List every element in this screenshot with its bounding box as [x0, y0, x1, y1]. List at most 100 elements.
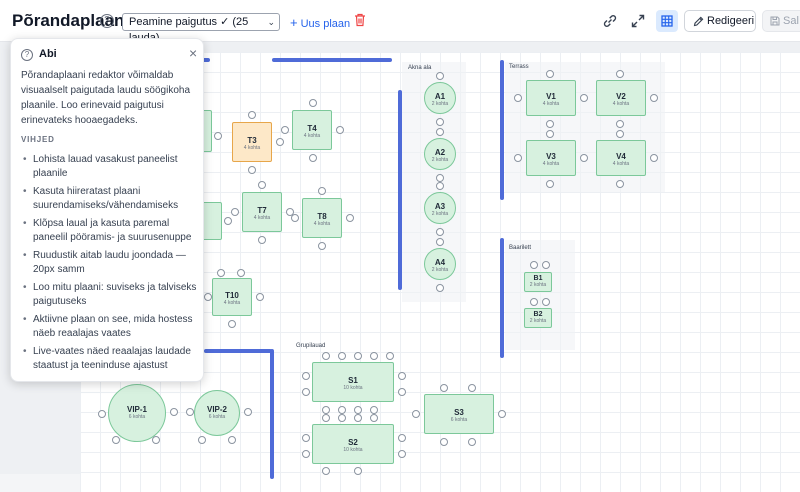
tips-heading: VIHJED — [21, 135, 55, 144]
chair — [322, 414, 330, 422]
chair — [338, 414, 346, 422]
chair — [498, 410, 506, 418]
chair — [370, 406, 378, 414]
wall — [200, 58, 210, 62]
tip-item: Live-vaates näed reaalajas laudade staat… — [21, 345, 201, 373]
table-name: V3 — [546, 152, 556, 161]
tip-item: Ruudustik aitab laudu joondada — 20px sa… — [21, 249, 201, 277]
chair — [322, 406, 330, 414]
grid-toggle-button[interactable] — [656, 10, 678, 32]
chair — [112, 436, 120, 444]
table-name: S2 — [348, 438, 358, 447]
close-icon[interactable]: × — [189, 45, 198, 61]
tip-item: Aktiivne plaan on see, mida hostess näeb… — [21, 313, 201, 341]
chair — [309, 99, 317, 107]
table-capacity: 4 kohta — [542, 101, 560, 107]
chair — [436, 228, 444, 236]
chair — [398, 450, 406, 458]
chair — [302, 372, 310, 380]
chair — [542, 298, 550, 306]
tip-item: Lohista lauad vasakust paneelist plaanil… — [21, 153, 201, 181]
chair — [354, 406, 362, 414]
pencil-icon — [693, 16, 704, 27]
new-plan-button[interactable]: +Uus plaan — [290, 15, 350, 30]
chair — [436, 72, 444, 80]
chair — [322, 352, 330, 360]
table-name: T7 — [257, 206, 267, 215]
zone-label-terrass: Terrass — [509, 64, 529, 70]
chair — [302, 434, 310, 442]
edit-button[interactable]: Redigeeri — [684, 10, 756, 32]
table-name: V4 — [616, 152, 626, 161]
chair — [436, 128, 444, 136]
chair — [440, 438, 448, 446]
chair — [546, 180, 554, 188]
chair — [436, 238, 444, 246]
save-button[interactable]: Sal — [762, 10, 800, 32]
chair — [346, 214, 354, 222]
chair — [650, 94, 658, 102]
chair — [214, 132, 222, 140]
expand-icon[interactable] — [629, 12, 647, 30]
table-capacity: 4 kohta — [612, 161, 630, 167]
chair — [514, 94, 522, 102]
chair — [398, 388, 406, 396]
chair — [370, 414, 378, 422]
plus-icon: + — [290, 15, 298, 30]
link-icon[interactable] — [601, 12, 619, 30]
chair — [370, 352, 378, 360]
trash-icon[interactable] — [354, 13, 366, 27]
plan-select[interactable]: Peamine paigutus ✓ (25 lauda) ⌄ — [122, 13, 280, 44]
table-name: T10 — [225, 291, 239, 300]
chair — [580, 94, 588, 102]
tip-item: Loo mitu plaani: suviseks ja talviseks p… — [21, 281, 201, 309]
table-capacity: 6 kohta — [450, 417, 468, 423]
table-capacity: 4 kohta — [243, 145, 261, 151]
chair — [244, 408, 252, 416]
table-capacity: 10 kohta — [343, 385, 363, 391]
chevron-down-icon: ⌄ — [267, 17, 275, 27]
chair — [354, 414, 362, 422]
tip-item: Klõpsa laual ja kasuta paremal paneelil … — [21, 217, 201, 245]
help-panel: ? Abi × Põrandaplaani redaktor võimaldab… — [10, 38, 204, 382]
chair — [546, 70, 554, 78]
chair — [440, 384, 448, 392]
table-capacity: 4 kohta — [612, 101, 630, 107]
help-icon[interactable]: ? — [100, 14, 114, 28]
table-capacity: 4 kohta — [542, 161, 560, 167]
chair — [217, 269, 225, 277]
table-name: T8 — [317, 212, 327, 221]
chair — [398, 372, 406, 380]
chair — [231, 208, 239, 216]
table-name: V1 — [546, 92, 556, 101]
table-name: VIP-1 — [126, 405, 147, 414]
table-name: A1 — [434, 92, 446, 101]
chair — [338, 406, 346, 414]
chair — [546, 120, 554, 128]
chair — [354, 352, 362, 360]
chair — [286, 208, 294, 216]
toolbar: Põrandaplaan ? Peamine paigutus ✓ (25 la… — [0, 0, 800, 44]
new-plan-label: Uus plaan — [300, 18, 351, 30]
chair — [256, 293, 264, 301]
